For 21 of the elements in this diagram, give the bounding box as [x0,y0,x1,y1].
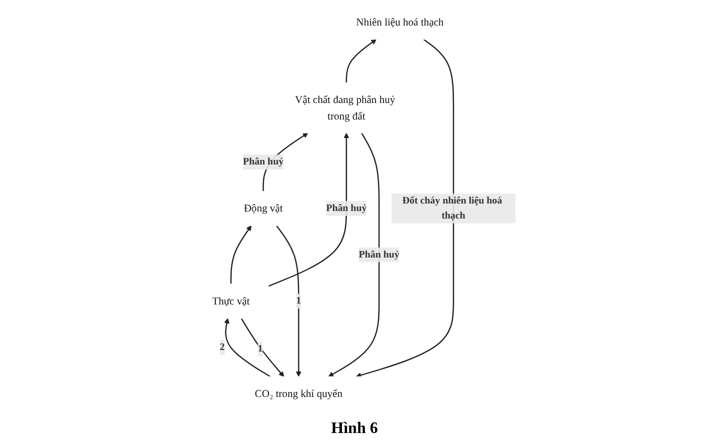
arrow [356,38,454,378]
node-text: Vật chất đang phân huỷ trong đất [295,94,396,122]
node-text: Thực vật [212,295,250,307]
edge-label: Đốt cháy nhiên liệu hoá thạch [402,195,502,221]
figure-caption: Hình 6 [331,419,378,439]
arrow [328,132,380,377]
edge-label: Phân huỷ [358,249,400,260]
arrow [276,225,302,377]
edge-label: 1 [296,296,302,306]
edge-label: 1 [258,344,263,354]
arrow [224,318,271,378]
node-text: Nhiên liệu hoá thạch [356,16,444,28]
arrow [268,132,350,287]
edge-label: 2 [220,342,225,352]
arrow [240,318,284,377]
edge-label: Phân huỷ [243,156,284,168]
edge-label: Phân huỷ [326,202,367,214]
arrow [230,225,252,284]
node-text: Động vật [244,202,283,214]
node-text: CO₂ trong khí quyển [254,388,342,400]
arrow [346,39,377,83]
